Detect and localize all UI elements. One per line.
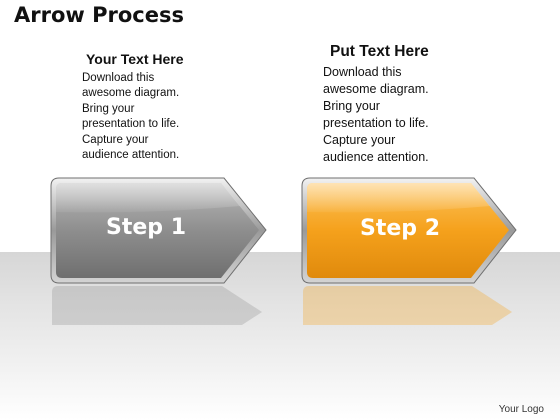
step-2-body: Download this awesome diagram. Bring you… (323, 65, 429, 164)
step-2-reflection (303, 286, 512, 325)
step-1-label: Step 1 (106, 215, 186, 240)
step-1-reflection (52, 286, 262, 325)
step-2-heading: Put Text Here (330, 43, 429, 60)
page-title: Arrow Process (14, 3, 184, 27)
step-1-body: Download this awesome diagram. Bring you… (82, 72, 180, 162)
logo-placeholder: Your Logo (498, 404, 544, 415)
step-1-heading: Your Text Here (86, 51, 184, 67)
step-1-text-block: Your Text Here Download this awesome dia… (82, 51, 252, 163)
step-1-arrow: Step 1 (50, 177, 267, 325)
step-2-text-block: Put Text Here Download this awesome diag… (323, 43, 523, 165)
step-2-label: Step 2 (360, 216, 440, 241)
step-2-arrow: Step 2 (301, 177, 517, 325)
